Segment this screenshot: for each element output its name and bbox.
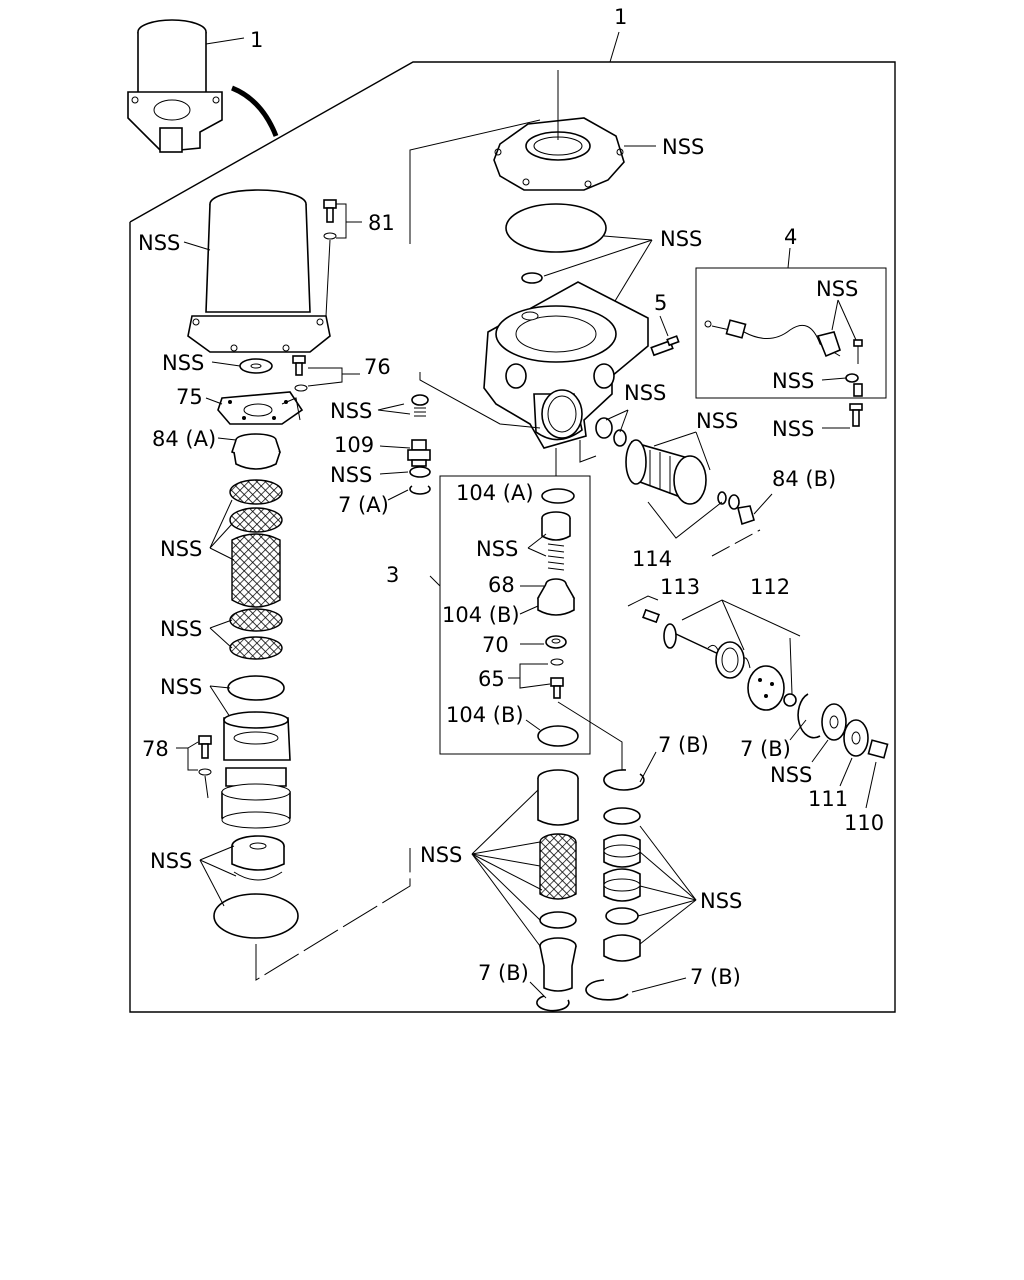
label-kit-114: 114 [632,547,672,571]
label-stack-nss-right: NSS [700,889,742,913]
label-washer-nss-right: NSS [770,763,812,787]
label-filter-nss: NSS [160,537,202,561]
label-plate-75: 75 [176,385,203,409]
label-seal-104b: 104 (B) [442,603,520,627]
label-nut-70: 70 [482,633,509,657]
assembly-frame [129,61,896,1013]
kit-3-box: 3 [386,475,591,755]
oring-104a: 104 (A) [456,481,575,505]
label-orings-nss: NSS [660,227,702,251]
filter-cartridge: NSS NSS [160,479,283,660]
label-gasket-84a: 84 (A) [152,427,216,451]
label-snap-7b-mid: 7 (B) [658,733,709,757]
snap-7b-middle: 7 (B) [603,733,709,791]
plate-75: 75 [176,385,304,425]
label-top-assembly: 1 [250,28,263,52]
fitting-5: 5 [650,291,680,357]
label-mesh-nss: NSS [160,617,202,641]
check-valve-stack: NSS 109 NSS 7 (A) [330,372,541,517]
label-oring-104b-2: 104 (B) [446,703,524,727]
label-heater-nss-2: NSS [772,369,814,393]
label-screw-65: 65 [478,667,505,691]
label-bottom-nss-left: NSS [150,849,192,873]
label-frame-assembly: 1 [614,5,627,29]
bottom-seals-left: NSS [150,835,411,981]
label-fitting-5: 5 [654,291,667,315]
spring-seat: NSS [476,511,571,571]
frame-assembly-callout: 1 [609,5,627,63]
label-stack-nss-left: NSS [420,843,462,867]
label-heater-4: 4 [784,225,797,249]
bolt-76: 76 [292,355,391,392]
label-snap-7b-bottom-right: 7 (B) [690,965,741,989]
label-spring-112: 112 [750,575,790,599]
label-top-cover-nss: NSS [662,135,704,159]
lower-housing-left: NSS [160,675,291,829]
label-canister-nss: NSS [138,231,180,255]
label-heater-nss-3: NSS [772,417,814,441]
gasket-84a: 84 (A) [152,427,281,470]
label-snap-7a: 7 (A) [338,493,389,517]
cover-bolt-81: 81 [323,199,395,317]
label-bolt-76: 76 [364,355,391,379]
right-retainers: 7 (B) NSS 111 110 [740,693,889,835]
label-oring-104a: 104 (A) [456,481,534,505]
label-pin-113: 113 [660,575,700,599]
nut-70: 70 [482,633,567,657]
canister-cover: NSS [138,189,331,353]
bottom-stack-left: NSS 7 (B) [420,769,579,1012]
label-plug-109: 109 [334,433,374,457]
label-oring-nss-left: NSS [160,675,202,699]
label-check-nss: NSS [696,409,738,433]
orings-nss: NSS [505,203,702,307]
label-snap-7b-bottom-left: 7 (B) [478,961,529,985]
bolt-78: 78 [142,735,212,799]
oring-104b-lower: 104 (B) [446,701,623,770]
valve-body [483,281,649,476]
label-plug-110: 110 [844,811,884,835]
relief-valve-group: 113 112 [627,575,801,711]
screw-65: 65 [478,658,564,699]
label-bolt-78: 78 [142,737,169,761]
label-kit-3: 3 [386,563,399,587]
outlet-kit-114: NSS NSS 114 84 (B) [579,381,836,571]
label-outlet-nss: NSS [624,381,666,405]
piston-68: 68 104 (B) [442,573,576,627]
label-washer-nss: NSS [162,351,204,375]
washer-nss: NSS [162,351,273,375]
label-valve-nss-a: NSS [330,399,372,423]
label-washer-111: 111 [808,787,848,811]
heater-kit-4: 4 NSS NSS NSS [695,225,887,441]
label-heater-nss-1: NSS [816,277,858,301]
label-cover-bolt: 81 [368,211,395,235]
bottom-stack-right: NSS 7 (B) [585,807,742,1001]
air-dryer-complete-unit: 1 [127,19,279,153]
label-gasket-84b: 84 (B) [772,467,836,491]
label-valve-nss-b: NSS [330,463,372,487]
label-spring-nss: NSS [476,537,518,561]
label-snap-7b-right: 7 (B) [740,737,791,761]
top-cover-nss: NSS [409,70,704,244]
label-piston-68: 68 [488,573,515,597]
